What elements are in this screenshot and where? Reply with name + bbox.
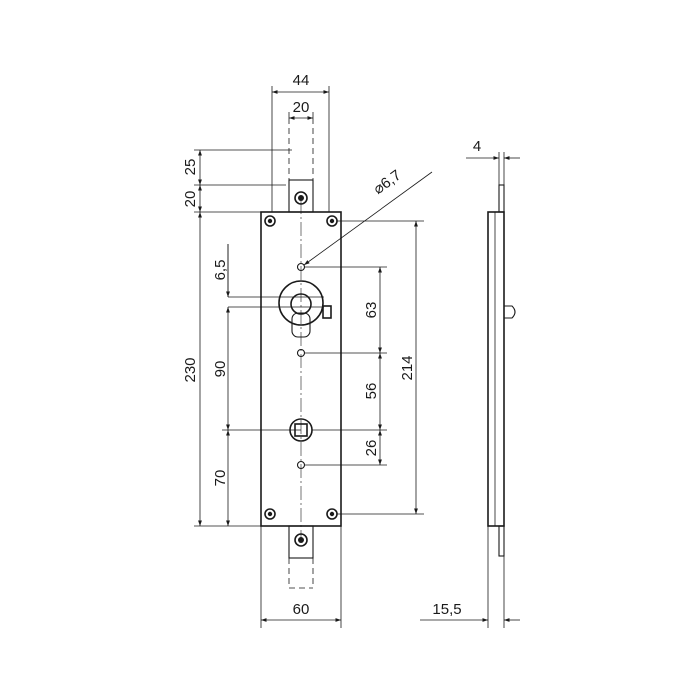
- dim-distance-26: 26: [363, 440, 380, 457]
- dim-bolt-extension-25: 25: [182, 159, 199, 176]
- dim-body-width-60: 60: [293, 601, 310, 618]
- dim-side-thickness-4: 4: [473, 138, 481, 155]
- side-top-bolt: [498, 184, 505, 213]
- dim-bolt-width-20: 20: [293, 99, 310, 116]
- dim-hole-spacing-214: 214: [399, 355, 416, 380]
- dim-hole-diameter-6-7: ⌀6,7: [370, 167, 404, 198]
- dim-distance-70: 70: [212, 470, 229, 487]
- lower-hole: [296, 460, 306, 470]
- dim-distance-63: 63: [363, 302, 380, 319]
- dim-hole-offset-6-5: 6,5: [212, 260, 229, 281]
- bottom-bolt: [288, 525, 314, 589]
- cam-latch: [322, 305, 332, 319]
- side-bottom-bolt: [498, 525, 505, 557]
- side-body: [487, 211, 505, 527]
- side-latch: [504, 305, 516, 319]
- middle-hole: [296, 348, 306, 358]
- lock-body-plate: [260, 211, 342, 527]
- side-view: [487, 184, 516, 557]
- front-dimensions: 44 20 25 20 230 6,5 90 70 63 56: [182, 72, 433, 628]
- bottom-bolt-hole: [294, 533, 308, 547]
- top-bolt-hole: [294, 191, 308, 205]
- dim-width-44: 44: [293, 72, 310, 89]
- upper-fixing-hole: [296, 262, 306, 272]
- dim-distance-56: 56: [363, 383, 380, 400]
- dim-bolt-offset-20: 20: [182, 191, 199, 208]
- dim-total-height-230: 230: [182, 357, 199, 382]
- top-bolt: [288, 118, 314, 213]
- dim-side-depth-15-5: 15,5: [432, 601, 461, 618]
- side-dimensions: 4 15,5: [420, 138, 520, 628]
- cylinder-cam: [228, 280, 332, 338]
- dim-distance-90: 90: [212, 361, 229, 378]
